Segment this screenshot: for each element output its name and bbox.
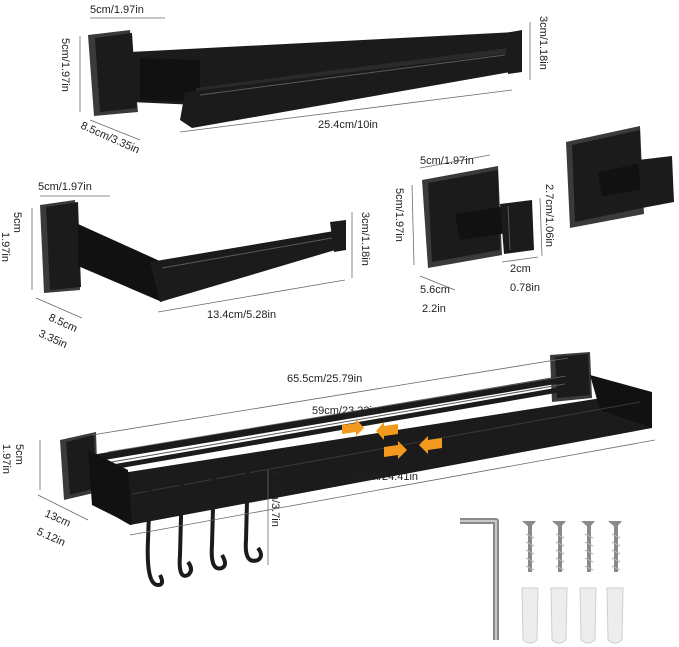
paper-holder-depth-label-2: 3.35in xyxy=(37,328,69,351)
towel-rack-height-label-2: 1.97in xyxy=(0,444,12,474)
robe-hook-width-label: 5cm/1.97in xyxy=(420,155,474,167)
towel-rack xyxy=(60,352,652,588)
screw-thread xyxy=(555,533,565,571)
paper-holder-end-height-label: 3cm/1.18in xyxy=(359,212,371,266)
screw-thread xyxy=(584,533,594,571)
paper-holder-mount-plate xyxy=(46,202,81,290)
paper-holder-height-label-2: 1.97in xyxy=(0,232,11,262)
paper-holder-height-label: 5cm xyxy=(11,212,23,233)
screw xyxy=(581,521,595,572)
towel-ring-length-label: 25.4cm/10in xyxy=(318,119,378,131)
robe-hook-height-label: 5cm/1.97in xyxy=(393,188,405,242)
towel-ring-height-label: 5cm/1.97in xyxy=(59,38,71,92)
paper-holder-length-label: 13.4cm/5.28in xyxy=(207,309,276,321)
screw-head xyxy=(581,521,595,528)
towel-ring-arm xyxy=(140,58,200,102)
towel-rack-hook-2 xyxy=(177,477,193,578)
towel-rack-hook-1 xyxy=(145,484,165,588)
dim-line xyxy=(37,494,89,521)
robe-hook-depth-label-2: 2.2in xyxy=(422,303,446,315)
towel-rack-left-arm xyxy=(88,450,132,525)
robe-hook-tip-width-label-2: 0.78in xyxy=(510,282,540,294)
towel-rack-right-arm xyxy=(590,375,652,428)
screw-thread xyxy=(525,533,535,571)
towel-rack-depth-label-2: 5.12in xyxy=(35,526,67,549)
robe-hook-alt-view xyxy=(566,126,674,228)
arrow-left-icon xyxy=(419,436,442,454)
arrow-left-icon xyxy=(376,422,398,440)
dim-line xyxy=(539,197,543,257)
towel-ring-depth-label: 8.5cm/3.35in xyxy=(79,120,141,157)
paper-holder-highlight xyxy=(161,237,333,269)
hex-wrench xyxy=(460,518,499,640)
towel-rack-height-label: 5cm xyxy=(13,444,25,465)
dim-line xyxy=(129,439,656,536)
hex-wrench-highlight xyxy=(460,520,497,640)
towel-rack-inner-length-label: 59cm/23.23in xyxy=(312,405,378,417)
towel-rack-depth-label: 13cm xyxy=(43,508,72,530)
dim-line xyxy=(501,256,539,263)
dim-line xyxy=(107,375,567,453)
robe-hook-tip-width-label: 2cm xyxy=(510,263,531,275)
wall-anchors xyxy=(521,587,624,644)
robe-hook-arm xyxy=(455,205,514,240)
dim-line xyxy=(419,275,456,291)
dim-line xyxy=(89,119,141,141)
robe-hook-depth-label: 5.6cm xyxy=(420,284,450,296)
towel-rack-bottom-length-label: 62cm/24.41in xyxy=(352,471,418,483)
towel-ring-end-height-label: 3cm/1.18in xyxy=(537,16,549,70)
towel-rack-hook-3 xyxy=(209,469,227,571)
wall-anchor xyxy=(550,587,568,644)
hex-wrench-body xyxy=(460,518,499,640)
wall-anchor xyxy=(521,587,539,644)
screw-head xyxy=(522,521,536,528)
towel-ring-width-label: 5cm/1.97in xyxy=(90,4,144,16)
towel-ring-highlight xyxy=(199,54,506,96)
paper-holder-width-label: 5cm/1.97in xyxy=(38,181,92,193)
screw-head xyxy=(552,521,566,528)
paper-holder xyxy=(40,200,346,302)
screw xyxy=(552,521,566,572)
towel-rack-overall-length-label: 65.5cm/25.79in xyxy=(287,373,362,385)
paper-holder-bar xyxy=(150,230,342,302)
towel-rack-hook-length-label: 9.4cm/3.7in xyxy=(269,470,281,527)
towel-rack-rear-bar xyxy=(94,374,571,462)
robe-hook-alt-arm xyxy=(598,162,650,196)
dim-line xyxy=(411,184,415,266)
robe-hook xyxy=(422,166,534,268)
dim-line xyxy=(179,89,513,133)
towel-ring-bar-lower xyxy=(180,52,522,128)
screw-head xyxy=(608,521,622,528)
screw xyxy=(608,521,622,572)
towel-rack-rear-bar-2 xyxy=(94,385,571,473)
dim-line xyxy=(91,357,569,436)
dim-line xyxy=(419,154,491,169)
dim-line xyxy=(35,297,83,319)
towel-ring-mount-plate xyxy=(95,33,137,112)
dim-line xyxy=(157,279,346,313)
arrow-right-icon xyxy=(342,419,364,436)
screws xyxy=(522,521,622,572)
robe-hook-tip xyxy=(500,200,534,254)
robe-hook-alt-tip xyxy=(638,156,674,208)
screw xyxy=(522,521,536,572)
paper-holder-arm xyxy=(78,224,162,302)
wall-anchor xyxy=(579,587,597,644)
towel-rack-hook-4 xyxy=(243,461,263,563)
robe-hook-highlight xyxy=(507,205,511,251)
towel-rack-left-mount-plate xyxy=(66,435,96,495)
robe-hook-tip-height-label: 2.7cm/1.06in xyxy=(543,184,555,247)
towel-ring xyxy=(88,30,522,128)
towel-rack-highlight xyxy=(99,383,566,465)
arrow-right-icon xyxy=(384,441,407,459)
paper-holder-end xyxy=(330,220,346,252)
wall-anchor xyxy=(606,587,624,644)
towel-ring-end xyxy=(505,30,522,74)
screw-thread xyxy=(611,533,621,571)
